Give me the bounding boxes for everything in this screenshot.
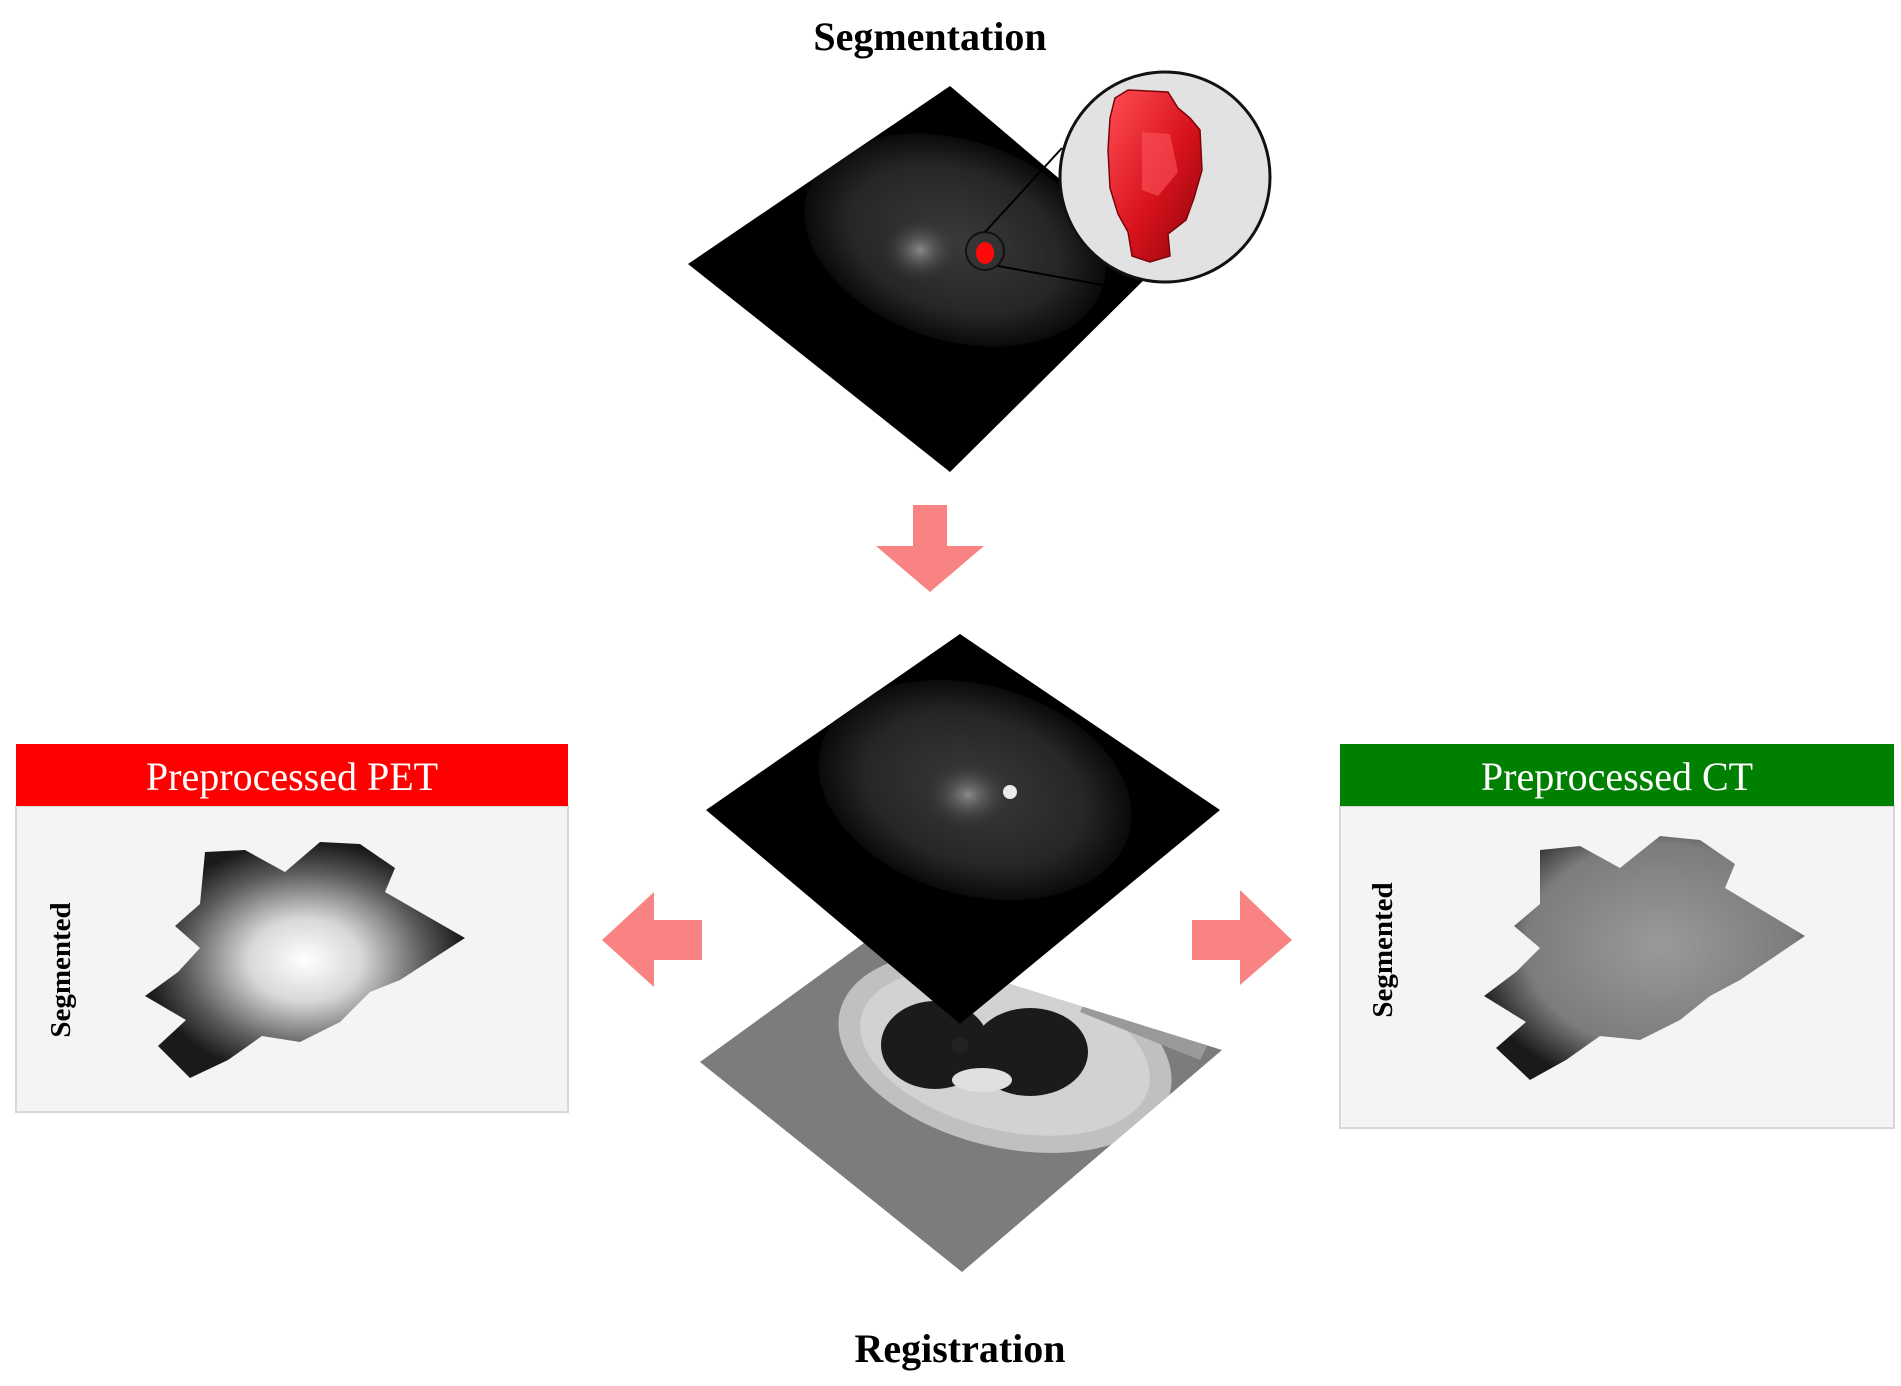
tumor-zoom-inset [1058,70,1272,284]
left-arrow [602,892,702,987]
registration-pet-slice [706,634,1220,1024]
segmentation-pet-slice [688,86,1160,472]
pet-panel-header [16,744,568,806]
down-arrow [876,505,984,592]
tumor-marker [976,242,994,264]
segmentation-title: Segmentation [813,14,1046,59]
pet-panel: Preprocessed PET Segmented [15,744,569,1113]
ct-panel: Preprocessed CT Segmented [1339,744,1895,1129]
ct-side-label: Segmented [1367,882,1399,1017]
right-arrow [1192,890,1292,985]
pet-panel-title: Preprocessed PET [146,754,438,799]
pet-side-label: Segmented [45,902,77,1037]
ct-segmented-volume [1484,836,1805,1080]
pet-segmented-volume [145,842,465,1078]
ct-panel-title: Preprocessed CT [1481,754,1753,799]
registration-ct-slice [700,940,1222,1272]
ct-panel-header [1340,744,1894,806]
registration-title: Registration [854,1326,1065,1371]
